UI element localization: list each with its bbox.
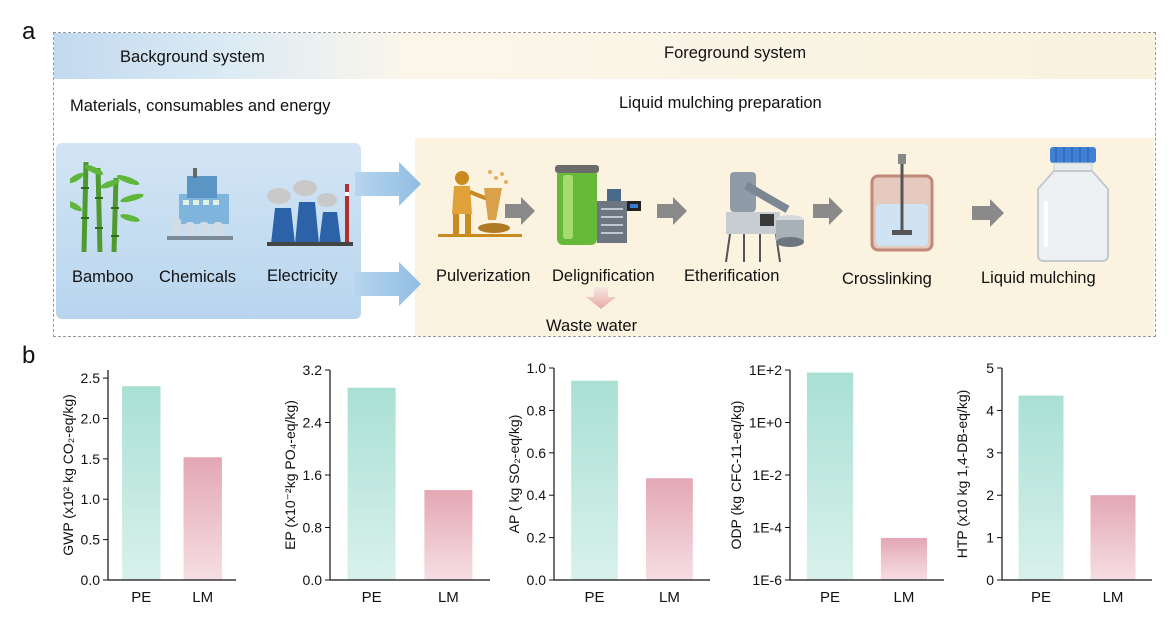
panel-letter-b: b xyxy=(22,342,36,369)
bar-htp-lm xyxy=(1090,495,1136,580)
liquid-mulching-jar-icon xyxy=(1037,147,1109,262)
y-tick-label: 0.4 xyxy=(527,487,547,503)
step-label-crosslinking: Crosslinking xyxy=(842,270,932,288)
y-tick-label: 1E-4 xyxy=(752,520,782,536)
y-tick-label: 0 xyxy=(986,572,994,588)
input-label-electricity: Electricity xyxy=(267,267,338,285)
y-tick-label: 0.0 xyxy=(81,572,101,588)
x-tick-label-lm: LM xyxy=(192,589,213,606)
y-tick-label: 1.0 xyxy=(81,491,101,507)
x-tick-label-lm: LM xyxy=(659,589,680,606)
x-tick-label-pe: PE xyxy=(1031,589,1051,606)
system-boundary-frame xyxy=(53,32,1156,337)
y-tick-label: 2 xyxy=(986,487,994,503)
bar-gwp-pe xyxy=(122,386,161,580)
y-tick-label: 0.6 xyxy=(527,445,547,461)
arrow-bottom-icon xyxy=(355,262,421,306)
bamboo-icon xyxy=(70,161,144,253)
y-tick-label: 2.4 xyxy=(303,415,323,431)
bar-htp-pe xyxy=(1018,395,1064,580)
materials-label: Materials, consumables and energy xyxy=(70,97,331,115)
system-band xyxy=(54,33,1155,79)
y-tick-label: 2.5 xyxy=(81,370,101,386)
step-arrow-4-icon xyxy=(972,199,1004,227)
bar-ap-pe xyxy=(571,380,618,580)
y-tick-label: 1 xyxy=(986,530,994,546)
pulverization-icon xyxy=(438,170,522,237)
y-tick-label: 4 xyxy=(986,402,994,418)
y-tick-label: 1E-6 xyxy=(752,572,782,588)
foreground-system-label: Foreground system xyxy=(664,44,807,62)
step-label-delignification: Delignification xyxy=(552,267,655,285)
y-tick-label: 3.2 xyxy=(303,362,323,378)
bar-odp-pe xyxy=(806,372,854,580)
y-tick-label: 1E+0 xyxy=(749,415,782,431)
y-tick-label: 1.5 xyxy=(81,451,101,467)
arrow-top-icon xyxy=(355,162,421,206)
y-tick-label: 3 xyxy=(986,445,994,461)
y-tick-label: 1.6 xyxy=(303,467,323,483)
bar-ep-pe xyxy=(347,387,396,580)
y-tick-label: 1.0 xyxy=(527,360,547,376)
background-system-label: Background system xyxy=(120,48,265,66)
y-tick-label: 1E+2 xyxy=(749,362,782,378)
x-tick-label-lm: LM xyxy=(438,589,459,606)
input-arrows xyxy=(355,162,421,306)
delignification-icon xyxy=(555,165,641,245)
y-tick-label: 0.8 xyxy=(303,520,323,536)
x-tick-label-pe: PE xyxy=(362,589,382,606)
y-tick-label: 0.2 xyxy=(527,530,547,546)
y-tick-label: 1E-2 xyxy=(752,467,782,483)
panel-letter-a: a xyxy=(22,18,36,45)
waste-water-label: Waste water xyxy=(546,317,638,335)
bar-ap-lm xyxy=(646,478,693,580)
y-axis-label-htp: HTP (x10 kg 1,4-DB-eq/kg) xyxy=(954,389,970,559)
step-label-liquid-mulching: Liquid mulching xyxy=(981,269,1096,287)
x-tick-label-pe: PE xyxy=(585,589,605,606)
y-tick-label: 0.8 xyxy=(527,402,547,418)
step-arrow-2-icon xyxy=(657,197,687,225)
step-arrow-3-icon xyxy=(813,197,843,225)
x-tick-label-pe: PE xyxy=(820,589,840,606)
y-tick-label: 0.0 xyxy=(527,572,547,588)
input-label-chemicals: Chemicals xyxy=(159,268,237,286)
bar-odp-lm xyxy=(880,537,928,580)
x-tick-label-lm: LM xyxy=(1103,589,1124,606)
power-plant-icon xyxy=(267,180,353,246)
y-tick-label: 2.0 xyxy=(81,410,101,426)
bar-gwp-lm xyxy=(183,457,222,580)
process-label: Liquid mulching preparation xyxy=(619,94,822,112)
step-label-pulverization: Pulverization xyxy=(436,267,531,285)
y-tick-label: 0.0 xyxy=(303,572,323,588)
x-tick-label-pe: PE xyxy=(131,589,151,606)
y-tick-label: 5 xyxy=(986,360,994,376)
step-arrow-1-icon xyxy=(505,197,535,225)
waste-water-arrow-icon xyxy=(586,287,616,309)
bar-ep-lm xyxy=(424,490,473,580)
chemical-plant-icon xyxy=(167,168,233,240)
input-label-bamboo: Bamboo xyxy=(72,268,134,286)
crosslinking-icon xyxy=(870,154,934,252)
step-label-etherification: Etherification xyxy=(684,267,780,285)
y-tick-label: 0.5 xyxy=(81,532,101,548)
etherification-icon xyxy=(725,172,804,263)
x-tick-label-lm: LM xyxy=(894,589,915,606)
